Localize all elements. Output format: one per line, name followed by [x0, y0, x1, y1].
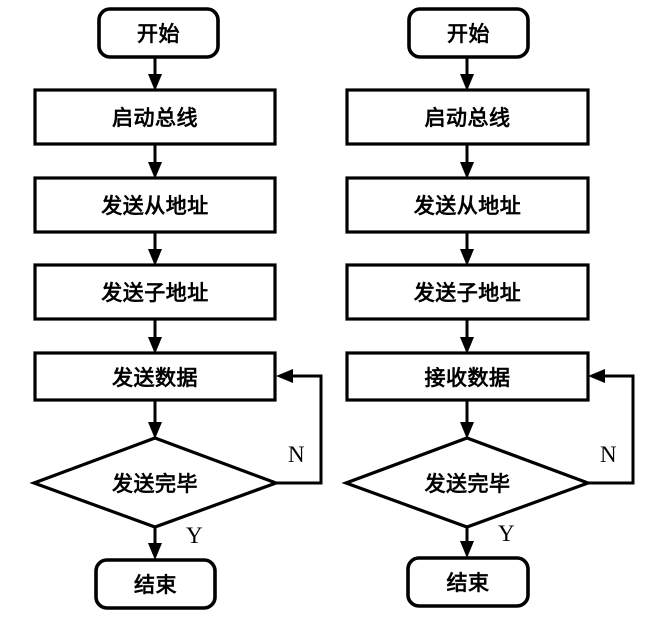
- arrowhead-r-step3-step4: [460, 337, 474, 354]
- arrowhead-l-step3-step4: [148, 337, 162, 354]
- node-shape-r-step2: [345, 176, 590, 234]
- node-shape-l-step2: [33, 176, 277, 234]
- arrowhead-r-loop-no: [588, 369, 605, 383]
- node-shape-r-end: [406, 556, 530, 608]
- node-shape-r-decision: [341, 436, 593, 529]
- arrowhead-l-loop-no: [276, 369, 293, 383]
- node-shape-r-step1: [345, 88, 590, 146]
- arrowhead-l-step2-step3: [148, 249, 162, 266]
- node-shape-l-step4: [33, 351, 277, 402]
- node-shape-l-end: [94, 558, 217, 610]
- arrowhead-l-decision-end: [148, 543, 162, 560]
- arrowhead-l-step1-step2: [148, 162, 162, 179]
- connector-l-loop-no: [276, 374, 323, 485]
- node-shape-r-start: [407, 7, 530, 59]
- node-shape-r-step4: [345, 351, 590, 402]
- arrowhead-r-step4-decision: [460, 422, 474, 439]
- arrowhead-r-step2-step3: [460, 249, 474, 266]
- arrowhead-r-step1-step2: [460, 162, 474, 179]
- arrowhead-r-decision-end: [460, 541, 474, 558]
- node-shape-l-start: [97, 7, 220, 59]
- arrowhead-r-start-step1: [460, 74, 474, 91]
- arrowhead-l-step4-decision: [148, 422, 162, 439]
- node-shape-l-step3: [33, 263, 277, 321]
- node-shape-l-decision: [29, 436, 281, 529]
- node-shape-l-step1: [33, 88, 277, 146]
- node-shape-r-step3: [345, 263, 590, 321]
- arrowhead-l-start-step1: [148, 74, 162, 91]
- connector-r-loop-no: [588, 374, 635, 485]
